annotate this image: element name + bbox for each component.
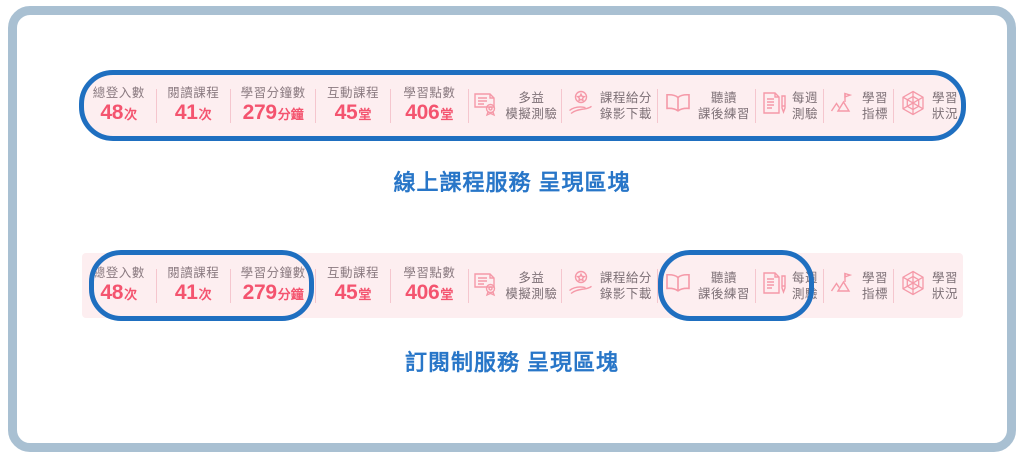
separator	[155, 88, 157, 123]
separator	[754, 268, 756, 303]
metric-label: 閱讀課程	[167, 265, 220, 280]
metric-reading-courses[interactable]: 閱讀課程 41次	[157, 73, 231, 138]
metric-label: 閱讀課程	[167, 85, 220, 100]
feature-learning-index[interactable]: 學習 指標	[824, 253, 893, 318]
document-pen-icon	[761, 269, 787, 302]
section-subscription-service: 總登入數 48次 閱讀課程 41次 學習分鐘數 279分鐘 互動課程 45堂	[17, 247, 1007, 375]
device-frame: 總登入數 48次 閱讀課程 41次 學習分鐘數 279分鐘 互動課程 45堂	[8, 6, 1016, 452]
feature-toeic-mock-test[interactable]: 多益 模擬測驗	[469, 73, 561, 138]
separator	[467, 88, 469, 123]
feature-label: 多益 模擬測驗	[505, 270, 558, 301]
separator	[656, 268, 658, 303]
open-book-icon	[663, 269, 693, 302]
feature-label: 每週 測驗	[791, 270, 818, 301]
metric-value: 406堂	[405, 280, 454, 304]
metric-value: 279分鐘	[242, 280, 304, 304]
hand-star-icon	[567, 269, 595, 302]
metric-value: 45堂	[334, 100, 372, 124]
feature-course-score-video-download[interactable]: 課程給分 錄影下載	[562, 73, 657, 138]
document-pen-icon	[761, 89, 787, 122]
metric-value: 41次	[174, 280, 212, 304]
metric-interactive-courses[interactable]: 互動課程 45堂	[316, 253, 390, 318]
metric-total-logins[interactable]: 總登入數 48次	[82, 73, 156, 138]
certificate-seal-icon	[472, 269, 500, 302]
metric-reading-courses[interactable]: 閱讀課程 41次	[157, 253, 231, 318]
separator	[230, 268, 232, 303]
separator	[822, 268, 824, 303]
section-online-course-service: 總登入數 48次 閱讀課程 41次 學習分鐘數 279分鐘 互動課程 45堂	[17, 67, 1007, 195]
radar-chart-icon	[899, 269, 927, 302]
feature-label: 學習 狀況	[932, 270, 959, 301]
feature-label: 課程給分 錄影下載	[599, 90, 652, 121]
hand-star-icon	[567, 89, 595, 122]
feature-label: 學習 狀況	[932, 90, 959, 121]
stats-bar-online: 總登入數 48次 閱讀課程 41次 學習分鐘數 279分鐘 互動課程 45堂	[82, 73, 963, 138]
metric-value: 45堂	[334, 280, 372, 304]
stats-bar-wrapper-online: 總登入數 48次 閱讀課程 41次 學習分鐘數 279分鐘 互動課程 45堂	[17, 67, 1007, 145]
separator	[230, 88, 232, 123]
separator	[822, 88, 824, 123]
metric-label: 總登入數	[92, 265, 145, 280]
metric-value: 279分鐘	[242, 100, 304, 124]
separator	[893, 88, 894, 123]
metric-label: 總登入數	[92, 85, 145, 100]
feature-label: 課程給分 錄影下載	[599, 270, 652, 301]
feature-learning-index[interactable]: 學習 指標	[824, 73, 893, 138]
metric-label: 學習點數	[403, 265, 456, 280]
feature-learning-status[interactable]: 學習 狀況	[894, 73, 963, 138]
open-book-icon	[663, 89, 693, 122]
feature-weekly-test[interactable]: 每週 測驗	[756, 73, 823, 138]
stats-bar-subscription: 總登入數 48次 閱讀課程 41次 學習分鐘數 279分鐘 互動課程 45堂	[82, 253, 963, 318]
feature-toeic-mock-test[interactable]: 多益 模擬測驗	[469, 253, 561, 318]
feature-listening-reading-practice[interactable]: 聽讀 課後練習	[658, 73, 755, 138]
feature-learning-status[interactable]: 學習 狀況	[894, 253, 963, 318]
mountain-flag-icon	[829, 269, 857, 302]
metric-interactive-courses[interactable]: 互動課程 45堂	[316, 73, 390, 138]
certificate-seal-icon	[472, 89, 500, 122]
metric-value: 406堂	[405, 100, 454, 124]
metric-value: 48次	[100, 100, 138, 124]
metric-label: 互動課程	[327, 265, 380, 280]
radar-chart-icon	[899, 89, 927, 122]
separator	[893, 268, 894, 303]
metric-label: 互動課程	[327, 85, 380, 100]
stats-bar-wrapper-subscription: 總登入數 48次 閱讀課程 41次 學習分鐘數 279分鐘 互動課程 45堂	[17, 247, 1007, 325]
feature-listening-reading-practice[interactable]: 聽讀 課後練習	[658, 253, 755, 318]
separator	[656, 88, 658, 123]
metric-study-points[interactable]: 學習點數 406堂	[391, 253, 468, 318]
metric-label: 學習點數	[403, 85, 456, 100]
separator	[560, 268, 562, 303]
separator	[467, 268, 469, 303]
feature-course-score-video-download[interactable]: 課程給分 錄影下載	[562, 253, 657, 318]
metric-study-minutes[interactable]: 學習分鐘數 279分鐘	[231, 253, 315, 318]
mountain-flag-icon	[829, 89, 857, 122]
metric-value: 48次	[100, 280, 138, 304]
separator	[389, 88, 391, 123]
metric-study-minutes[interactable]: 學習分鐘數 279分鐘	[231, 73, 315, 138]
feature-label: 聽讀 課後練習	[697, 270, 750, 301]
feature-weekly-test[interactable]: 每週 測驗	[756, 253, 823, 318]
separator	[389, 268, 391, 303]
metric-label: 學習分鐘數	[240, 265, 306, 280]
separator	[560, 88, 562, 123]
separator	[754, 88, 756, 123]
feature-label: 學習 指標	[861, 270, 888, 301]
separator	[315, 268, 317, 303]
separator	[155, 268, 157, 303]
metric-total-logins[interactable]: 總登入數 48次	[82, 253, 156, 318]
feature-label: 學習 指標	[861, 90, 888, 121]
feature-label: 每週 測驗	[791, 90, 818, 121]
metric-value: 41次	[174, 100, 212, 124]
caption-online-course-service: 線上課程服務 呈現區塊	[393, 170, 631, 195]
feature-label: 多益 模擬測驗	[505, 90, 558, 121]
feature-label: 聽讀 課後練習	[697, 90, 750, 121]
separator	[315, 88, 317, 123]
metric-study-points[interactable]: 學習點數 406堂	[391, 73, 468, 138]
metric-label: 學習分鐘數	[240, 85, 306, 100]
caption-subscription-service: 訂閱制服務 呈現區塊	[404, 350, 620, 375]
